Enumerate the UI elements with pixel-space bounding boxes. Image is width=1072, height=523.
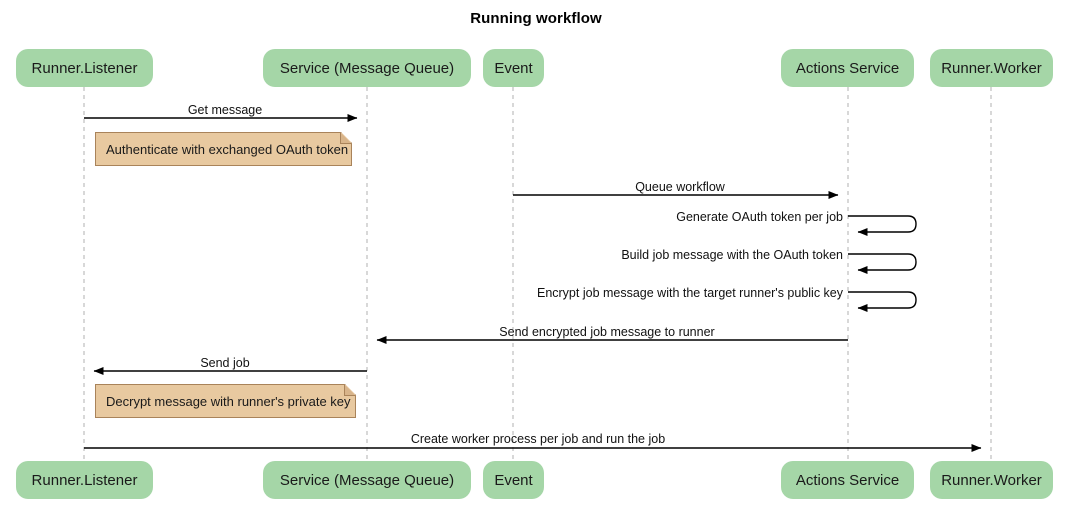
message-arrow-build-job-message [848, 253, 917, 274]
message-label-send-job: Send job [200, 356, 250, 370]
participant-event-top[interactable]: Event [483, 49, 544, 87]
participant-service-queue-bottom[interactable]: Service (Message Queue) [263, 461, 471, 499]
participant-runner-worker-top[interactable]: Runner.Worker [930, 49, 1053, 87]
participant-label: Actions Service [795, 471, 900, 489]
participant-runner-worker-bottom[interactable]: Runner.Worker [930, 461, 1053, 499]
participant-label: Event [494, 471, 533, 489]
note-text: Decrypt message with runner's private ke… [106, 393, 351, 409]
participant-label: Runner.Worker [941, 59, 1042, 77]
participant-runner-listener-top[interactable]: Runner.Listener [16, 49, 153, 87]
message-label-generate-oauth-token: Generate OAuth token per job [676, 210, 843, 224]
diagram-title: Running workflow [470, 10, 602, 27]
participant-label: Runner.Listener [31, 471, 138, 489]
message-label-queue-workflow: Queue workflow [635, 180, 725, 194]
participant-label: Service (Message Queue) [279, 471, 455, 489]
participant-label: Runner.Worker [941, 471, 1042, 489]
message-label-get-message: Get message [187, 103, 263, 117]
message-arrow-encrypt-job-message [848, 291, 917, 312]
message-label-build-job-message: Build job message with the OAuth token [621, 248, 843, 262]
note-text: Authenticate with exchanged OAuth token [106, 141, 349, 157]
participant-label: Event [494, 59, 533, 77]
message-arrow-generate-oauth-token [848, 215, 917, 236]
message-label-encrypt-job-message: Encrypt job message with the target runn… [536, 286, 843, 300]
participant-actions-service-top[interactable]: Actions Service [781, 49, 914, 87]
participant-actions-service-bottom[interactable]: Actions Service [781, 461, 914, 499]
message-label-send-encrypted-job-message: Send encrypted job message to runner [499, 325, 715, 339]
message-label-create-worker-process: Create worker process per job and run th… [410, 432, 666, 446]
participant-event-bottom[interactable]: Event [483, 461, 544, 499]
note-decrypt: Decrypt message with runner's private ke… [95, 384, 356, 418]
participant-label: Service (Message Queue) [279, 59, 455, 77]
participant-label: Runner.Listener [31, 59, 138, 77]
note-authenticate: Authenticate with exchanged OAuth token [95, 132, 352, 166]
participant-label: Actions Service [795, 59, 900, 77]
note-fold-cut-icon [345, 384, 356, 395]
note-fold-cut-icon [341, 132, 352, 143]
participant-service-queue-top[interactable]: Service (Message Queue) [263, 49, 471, 87]
participant-runner-listener-bottom[interactable]: Runner.Listener [16, 461, 153, 499]
